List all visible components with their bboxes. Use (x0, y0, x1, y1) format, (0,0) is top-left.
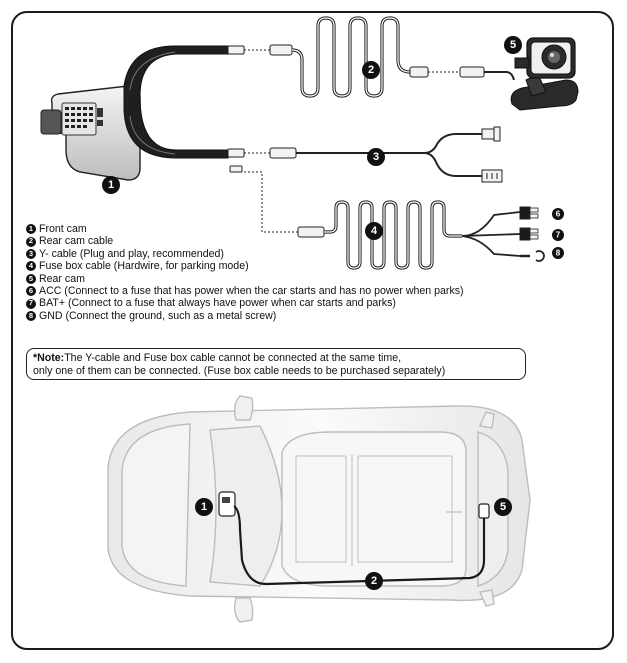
note-prefix: *Note: (33, 352, 65, 364)
callout-front-cam: 1 (102, 176, 120, 194)
y-cable-drawing (244, 126, 503, 183)
svg-text:5: 5 (500, 501, 506, 513)
legend-number: 3 (26, 249, 36, 260)
svg-text:2: 2 (371, 575, 377, 587)
note-line-2: only one of them can be connected. (Fuse… (33, 365, 519, 378)
callout-fuse-box-cable: 4 (365, 222, 383, 240)
svg-text:1: 1 (108, 179, 114, 191)
rear-cam-cable-drawing (244, 16, 515, 98)
callout-rear-cam: 5 (504, 36, 522, 54)
legend-number: 4 (26, 261, 36, 272)
legend-number: 7 (26, 298, 36, 309)
legend-number: 6 (26, 286, 36, 297)
cam-vents (65, 107, 93, 128)
legend-text: GND (Connect the ground, such as a metal… (39, 309, 277, 322)
note-text-2: only one of them can be connected. (Fuse… (33, 364, 446, 377)
callout-bat: 7 (552, 229, 564, 241)
mount-connectors (227, 45, 245, 173)
svg-text:8: 8 (556, 249, 561, 258)
svg-text:4: 4 (371, 225, 378, 237)
rear-cam-device (510, 37, 579, 111)
note-box: *Note:The Y-cable and Fuse box cable can… (26, 348, 526, 380)
svg-text:6: 6 (556, 210, 561, 219)
svg-text:1: 1 (201, 501, 207, 513)
legend-text: Rear cam cable (39, 235, 114, 248)
svg-text:7: 7 (556, 231, 561, 240)
legend-text: BAT+ (Connect to a fuse that always have… (39, 297, 396, 310)
callout-acc: 6 (552, 208, 564, 220)
callout-rear-cam-cable: 2 (362, 61, 380, 79)
legend-text: Front cam (39, 223, 87, 235)
car-callout-rear-cam: 5 (494, 498, 512, 516)
legend-text: ACC (Connect to a fuse that has power wh… (39, 285, 464, 298)
car-callout-cable: 2 (365, 572, 383, 590)
car-top-view (107, 395, 531, 623)
legend-number: 8 (26, 311, 36, 322)
note-text-1: The Y-cable and Fuse box cable cannot be… (64, 352, 402, 364)
front-cam-device (40, 45, 229, 181)
svg-text:2: 2 (368, 64, 374, 76)
svg-text:5: 5 (510, 39, 516, 51)
legend-number: 5 (26, 274, 36, 284)
legend-number: 1 (26, 224, 36, 235)
legend-text: Rear cam (39, 272, 85, 285)
legend-text: Y- cable (Plug and play, recommended) (39, 247, 224, 260)
legend-number: 2 (26, 236, 36, 247)
fuse-box-cable-drawing (236, 171, 545, 270)
car-wiring-route (218, 491, 490, 586)
callout-gnd: 8 (552, 247, 564, 259)
car-callout-front-cam: 1 (195, 498, 213, 516)
legend-text: Fuse box cable (Hardwire, for parking mo… (39, 260, 249, 273)
callout-y-cable: 3 (367, 148, 385, 166)
note-line-1: *Note:The Y-cable and Fuse box cable can… (33, 352, 519, 365)
svg-text:3: 3 (373, 151, 379, 163)
